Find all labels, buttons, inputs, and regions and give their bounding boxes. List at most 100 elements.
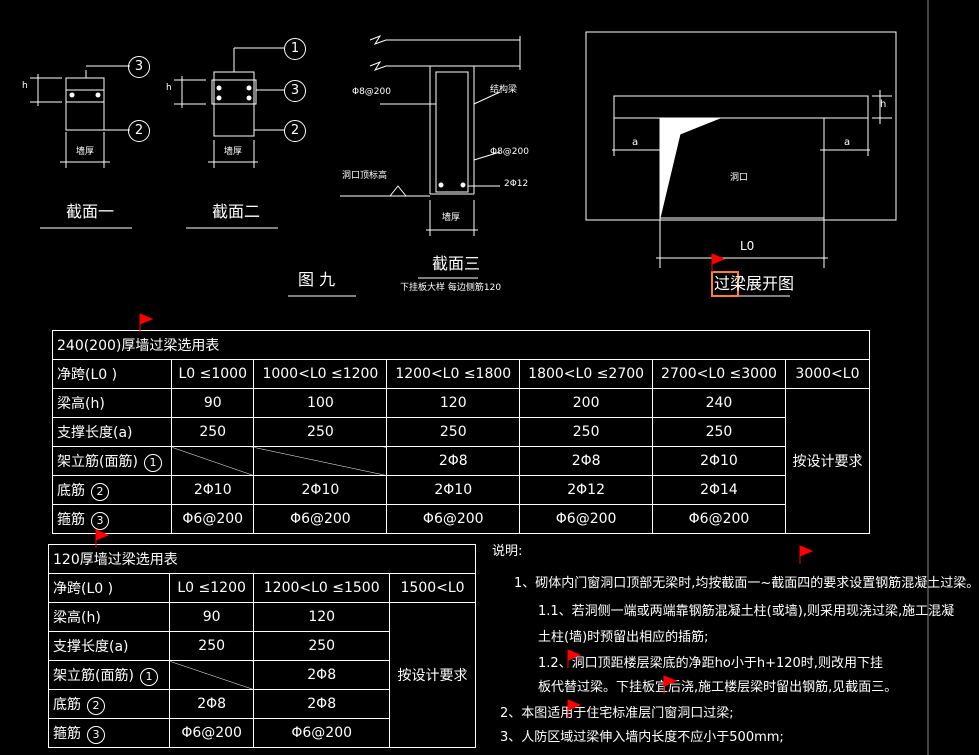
circle-marker: 1 — [139, 667, 158, 686]
header-cell: 2700<L0 ≤3000 — [652, 359, 786, 389]
row-label: 架立筋(面筋)1 — [52, 446, 172, 476]
elevation-drawing — [585, 31, 897, 297]
header-cell: 1500<L0 — [389, 573, 476, 603]
figure-title: 图 九 — [298, 270, 336, 289]
sec2-circle-2: 2 — [284, 120, 306, 142]
header-cell: 3000<L0 — [784, 359, 871, 389]
row-label: 底筋 2 — [48, 689, 170, 719]
sec3-title: 截面三 — [432, 254, 481, 273]
sec3-note: 下挂板大样 每边侧筋120 — [400, 283, 502, 293]
elev-a-left: a — [632, 137, 639, 148]
circle-marker: 2 — [87, 696, 105, 715]
note-1-1a: 1.1、若洞侧一端或两端靠钢筋混凝土柱(或墙),则采用现浇过梁,施工混凝 — [538, 604, 955, 619]
cell: 2Φ10 — [386, 475, 521, 505]
sec3-wall-label: 墙厚 — [442, 213, 461, 223]
cell: 90 — [168, 602, 255, 632]
note-1: 1、砌体内门窗洞口顶部无梁时,均按截面一~截面四的要求设置钢筋混凝土过梁。 — [514, 576, 979, 591]
cell: 2Φ8 — [253, 660, 391, 690]
cell: 2Φ8 — [168, 689, 255, 719]
design-note-cell: 按设计要求 — [784, 388, 871, 534]
row-label: 梁高(h) — [52, 388, 172, 418]
design-note-cell: 按设计要求 — [389, 602, 476, 748]
sec3-opening-elev-label: 洞口顶标高 — [342, 171, 388, 181]
sec3-stirrup-label: Φ8@200 — [352, 87, 391, 97]
section-2-drawing — [174, 47, 284, 229]
row-label: 支撑长度(a) — [48, 631, 170, 661]
row-label: 箍筋 3 — [48, 718, 170, 748]
note-1-2b: 板代替过梁。下挂板宜后浇,施工楼层梁时留出钢筋,见截面三。 — [538, 680, 898, 695]
row-label-text: 箍筋 — [53, 725, 81, 742]
header-cell: L0 ≤1000 — [170, 359, 255, 389]
cell: 2Φ12 — [519, 475, 654, 505]
row-label-text: 架立筋(面筋) — [53, 667, 134, 684]
header-cell: 净跨(L0 ) — [48, 573, 170, 603]
header-cell: 净跨(L0 ) — [52, 359, 172, 389]
sec2-title: 截面二 — [212, 202, 261, 221]
table-120-header-row: 净跨(L0 ) L0 ≤1200 1200<L0 ≤1500 1500<L0 — [48, 573, 476, 603]
table-240-header-row: 净跨(L0 ) L0 ≤1000 1000<L0 ≤1200 1200<L0 ≤… — [52, 359, 871, 389]
circle-marker: 3 — [87, 725, 105, 744]
header-cell: 1200<L0 ≤1800 — [386, 359, 521, 389]
note-2: 2、本图适用于住宅标准层门窗洞口过梁; — [500, 706, 734, 721]
table-row: 支撑长度(a) 250 250 — [48, 631, 476, 661]
cell: 2Φ14 — [652, 475, 786, 505]
sec2-circle-3: 3 — [284, 80, 306, 102]
elev-h-label: h — [880, 99, 887, 110]
cell: 2Φ8 — [386, 446, 521, 476]
sec3-stirrup2-label: Φ8@200 — [490, 147, 529, 157]
table-240: 240(200)厚墙过梁选用表 净跨(L0 ) L0 ≤1000 1000<L0… — [52, 330, 871, 534]
sec2-wall-label: 墙厚 — [224, 147, 243, 157]
header-cell: 1200<L0 ≤1500 — [253, 573, 391, 603]
circle-marker: 1 — [143, 453, 162, 472]
cell: Φ6@200 — [386, 504, 521, 534]
cell: Φ6@200 — [253, 718, 391, 748]
header-cell: L0 ≤1200 — [168, 573, 255, 603]
cell: 200 — [519, 388, 654, 418]
cell-slash — [253, 446, 388, 476]
sec1-wall-label: 墙厚 — [76, 147, 95, 157]
cell: Φ6@200 — [253, 504, 388, 534]
row-label-text: 箍筋 — [57, 511, 85, 528]
notes-heading: 说明: — [492, 544, 523, 559]
cell: 100 — [253, 388, 388, 418]
sec1-circle-3: 3 — [128, 56, 150, 78]
table-row: 底筋 2 2Φ10 2Φ10 2Φ10 2Φ12 2Φ14 — [52, 475, 870, 505]
row-label: 架立筋(面筋) 1 — [48, 660, 170, 690]
cell: 2Φ8 — [519, 446, 654, 476]
sec3-bottom-bar-label: 2Φ12 — [504, 179, 529, 189]
cell: 250 — [519, 417, 654, 447]
cell: 120 — [386, 388, 521, 418]
cell: 2Φ10 — [170, 475, 255, 505]
cell: 120 — [253, 602, 391, 632]
cell: 250 — [386, 417, 521, 447]
note-1-2a: 1.2、洞口顶距楼层梁底的净距ho小于h+120时,则改用下挂 — [538, 656, 883, 671]
section-1-drawing — [30, 65, 132, 229]
cell: 2Φ10 — [253, 475, 388, 505]
row-label-text: 底筋 — [53, 696, 81, 713]
circle-marker: 2 — [91, 482, 109, 501]
cell-slash — [168, 660, 255, 690]
cell: 250 — [253, 417, 388, 447]
drawing-lines — [30, 0, 929, 755]
row-label-text: 底筋 — [57, 482, 85, 499]
row-label: 支撑长度(a) — [52, 417, 172, 447]
elevation-title: 过梁展开图 — [714, 274, 795, 293]
sec3-struct-beam-label: 结构梁 — [490, 85, 518, 95]
table-240-title: 240(200)厚墙过梁选用表 — [52, 330, 870, 360]
sec2-circle-1: 1 — [284, 38, 306, 60]
cell: Φ6@200 — [170, 504, 255, 534]
cell: 250 — [652, 417, 786, 447]
sec1-h-label: h — [22, 81, 28, 91]
row-label: 梁高(h) — [48, 602, 170, 632]
elev-L0-label: L0 — [740, 239, 755, 253]
sec1-circle-2: 2 — [128, 120, 150, 142]
elev-a-right: a — [844, 137, 851, 148]
header-cell: 1000<L0 ≤1200 — [253, 359, 388, 389]
cell: 250 — [168, 631, 255, 661]
table-row: 支撑长度(a) 250 250 250 250 250 — [52, 417, 870, 447]
cell-slash — [170, 446, 255, 476]
elev-opening-label: 洞口 — [730, 173, 749, 183]
